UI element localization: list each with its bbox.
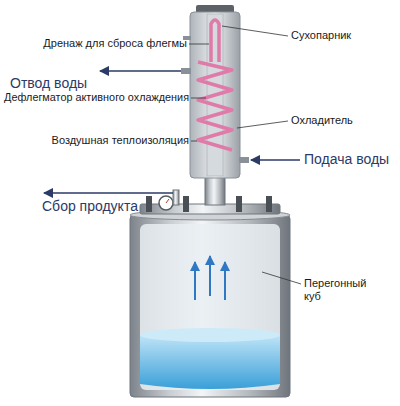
flow-label: Отвод воды (10, 75, 87, 91)
still-pot (130, 210, 290, 397)
part-label: Воздушная теплоизоляция (52, 134, 189, 147)
part-label: Дренаж для сброса флегмы (43, 37, 187, 50)
part-label: Перегонный куб (304, 277, 384, 302)
pot-lid (140, 176, 280, 214)
reflux-column (181, 5, 249, 178)
flow-label: Сбор продукта (42, 198, 138, 214)
flow-label: Подача воды (304, 151, 389, 167)
part-label: Сухопарник (291, 29, 351, 42)
part-label: Охладитель (291, 114, 353, 127)
part-label: Дефлегматор активного охлаждения (4, 91, 189, 103)
leader-lines (189, 26, 301, 284)
